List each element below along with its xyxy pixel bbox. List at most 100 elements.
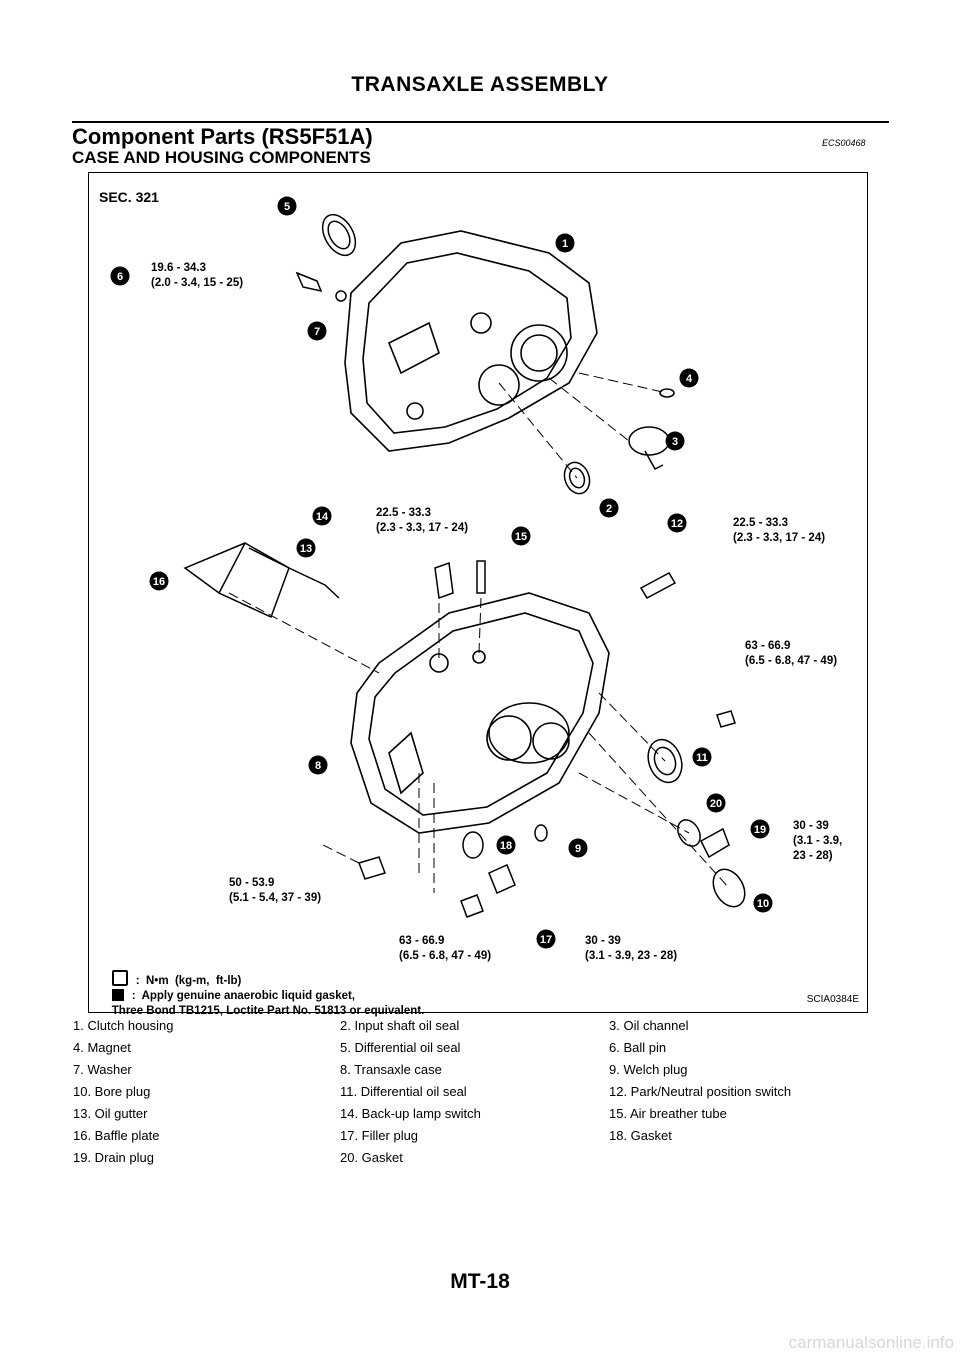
callout-3: 3 [665,431,685,451]
parts-list-item: 4. Magnet [73,1040,131,1055]
small-parts-top [295,213,675,495]
callout-number: 8 [315,760,321,772]
legend-sealant: : Apply genuine anaerobic liquid gasket,… [99,974,424,1034]
callout-11: 11 [692,747,712,767]
parts-list-item: 14. Back-up lamp switch [340,1106,481,1121]
callout-disc [692,747,712,767]
parts-list-item: 5. Differential oil seal [340,1040,461,1055]
torque-spec-14: 22.5 - 33.3 (2.3 - 3.3, 17 - 24) [376,507,469,534]
torque-spec-case-bolt-bottom: 63 - 66.9 (6.5 - 6.8, 47 - 49) [399,935,492,962]
callout-disc [312,506,332,526]
section-title: Component Parts (RS5F51A) [72,124,373,149]
callout-disc [110,266,130,286]
legend-torque-text: : N•m (kg-m, ft-lb) [135,975,242,987]
parts-list-item: 16. Baffle plate [73,1128,160,1143]
callout-number: 17 [540,934,552,946]
callout-20: 20 [706,793,726,813]
parts-list-item: 7. Washer [73,1062,132,1077]
callout-number: 4 [686,373,693,385]
torque-spec-case-bolt-left: 50 - 53.9 (5.1 - 5.4, 37 - 39) [229,877,322,904]
callout-13: 13 [296,538,316,558]
section-code: ECS00468 [822,138,866,148]
subsection-title: CASE AND HOUSING COMPONENTS [72,148,371,167]
callout-17: 17 [536,929,556,949]
callout-disc [667,513,687,533]
watermark: carmanualsonline.info [788,1333,954,1352]
callout-disc [679,368,699,388]
parts-list-item: 12. Park/Neutral position switch [609,1084,792,1099]
callout-number: 5 [284,201,290,213]
callout-18: 18 [496,835,516,855]
legend-sealant-text: : Apply genuine anaerobic liquid gasket,… [111,990,425,1017]
parts-list-item: 2. Input shaft oil seal [340,1018,460,1033]
legend-torque: : N•m (kg-m, ft-lb) [99,955,241,1004]
callout-disc [555,233,575,253]
callout-number: 2 [606,503,612,515]
callout-disc [665,431,685,451]
parts-list-item: 8. Transaxle case [340,1062,442,1077]
parts-list-item: 17. Filler plug [340,1128,419,1143]
callout-disc [496,835,516,855]
callout-number: 18 [500,840,512,852]
page-header: TRANSAXLE ASSEMBLY [351,73,609,96]
callout-number: 1 [562,238,568,250]
callout-disc [750,819,770,839]
callout-1: 1 [555,233,575,253]
parts-list-item: 3. Oil channel [609,1018,689,1033]
figure-id: SCIA0384E [806,994,859,1005]
callout-number: 20 [710,798,722,810]
callout-disc [296,538,316,558]
callout-number: 7 [314,326,320,338]
callout-10: 10 [753,893,773,913]
sec-label: SEC. 321 [99,189,159,205]
callout-number: 13 [300,543,312,555]
callout-19: 19 [750,819,770,839]
page-number: MT-18 [450,1270,510,1293]
callout-disc [277,196,297,216]
callout-12: 12 [667,513,687,533]
parts-list-item: 6. Ball pin [609,1040,667,1055]
parts-list-item: 20. Gasket [340,1150,403,1165]
callout-7: 7 [307,321,327,341]
parts-list-item: 19. Drain plug [73,1150,154,1165]
torque-spec-17: 30 - 39 (3.1 - 3.9, 23 - 28) [585,935,678,962]
callout-disc [149,571,169,591]
callout-disc [511,526,531,546]
callout-number: 3 [672,436,678,448]
parts-list-item: 18. Gasket [609,1128,672,1143]
callout-15: 15 [511,526,531,546]
callout-number: 11 [696,752,708,764]
callout-9: 9 [568,838,588,858]
parts-list-item: 9. Welch plug [609,1062,688,1077]
callout-16: 16 [149,571,169,591]
parts-list-item: 13. Oil gutter [73,1106,148,1121]
callout-disc [536,929,556,949]
callout-5: 5 [277,196,297,216]
callout-number: 15 [515,531,527,543]
callout-6: 6 [110,266,130,286]
callout-number: 14 [316,511,329,523]
callout-8: 8 [308,755,328,775]
callout-14: 14 [312,506,332,526]
clutch-housing-drawing [344,230,598,452]
callout-disc [568,838,588,858]
callout-2: 2 [599,498,619,518]
parts-list-item: 15. Air breather tube [609,1106,727,1121]
callout-number: 12 [671,518,683,530]
header-rule [72,121,889,123]
torque-spec-19: 30 - 39 (3.1 - 3.9, 23 - 28) [793,820,843,862]
callout-number: 9 [575,843,581,855]
sealant-icon [111,989,124,1001]
callout-number: 6 [117,271,123,283]
callout-number: 19 [754,824,766,836]
callout-number: 10 [757,898,769,910]
callout-4: 4 [679,368,699,388]
callout-disc [307,321,327,341]
callout-disc [706,793,726,813]
parts-list-item: 10. Bore plug [73,1084,151,1099]
torque-spec-6: 19.6 - 34.3 (2.0 - 3.4, 15 - 25) [151,262,244,289]
callout-disc [308,755,328,775]
